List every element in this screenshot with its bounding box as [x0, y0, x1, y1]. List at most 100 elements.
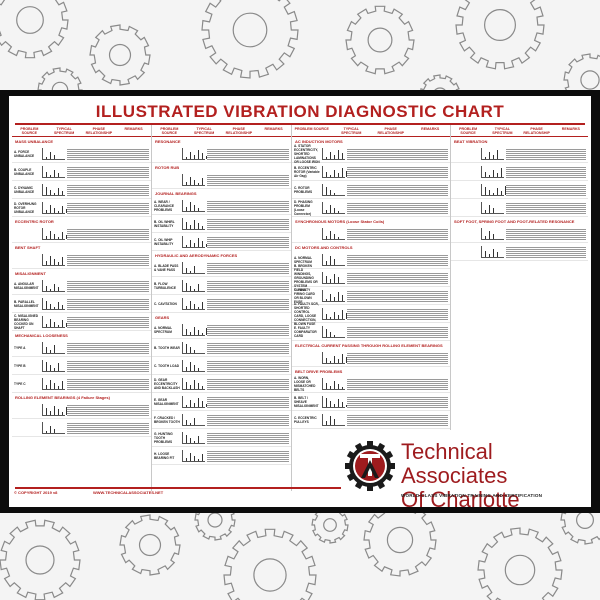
- spectrum-thumbnail: [182, 431, 205, 444]
- spectrum-peak: [334, 403, 335, 407]
- diagnostic-row: F. CRACKED / BROKEN TOOTH: [152, 411, 291, 429]
- spectrum-peak: [198, 149, 199, 159]
- spectrum-peak: [330, 400, 331, 407]
- spectrum-peak: [46, 361, 47, 371]
- remarks-text-block: [67, 297, 149, 310]
- spectrum-peak: [54, 233, 55, 239]
- spectrum-peak: [338, 236, 339, 239]
- spectrum-peak: [54, 258, 55, 265]
- spectrum-peak: [186, 343, 187, 353]
- spectrum-peak: [497, 251, 498, 257]
- remarks-text-block: [506, 183, 586, 196]
- remarks-text-block: [207, 173, 289, 186]
- spectrum-peak: [485, 156, 486, 159]
- diagnostic-row: A. STATOR ECCENTRICITY, SHORTED LAMINATI…: [292, 144, 450, 164]
- spectrum-peak: [326, 397, 327, 407]
- spectrum-peak: [330, 174, 331, 177]
- diagnostic-row: B. OIL WHIRL INSTABILITY: [152, 215, 291, 233]
- spectrum-peak: [485, 250, 486, 257]
- spectrum-peak: [342, 309, 343, 319]
- spectrum-thumbnail: [481, 201, 504, 214]
- spectrum-peak: [54, 382, 55, 389]
- diagnostic-row: A. FORCE UNBALANCE: [12, 145, 151, 163]
- title-divider: [15, 123, 585, 125]
- spectrum-peak: [326, 156, 327, 159]
- column-header-label: TYPICAL SPECTRUM: [492, 127, 513, 135]
- spectrum-peak: [62, 411, 63, 415]
- spectrum-thumbnail: [322, 227, 345, 240]
- diagnostic-row: [12, 419, 151, 437]
- column-header-label: REMARKS: [561, 127, 580, 131]
- spectrum-peak: [326, 275, 327, 283]
- spectrum-peak: [198, 222, 199, 229]
- spectrum-peak: [58, 362, 59, 371]
- spectrum-peak: [330, 293, 331, 301]
- spectrum-thumbnail: [182, 395, 207, 408]
- spectrum-peak: [198, 207, 199, 211]
- section-title: BENT SHAFT: [15, 245, 41, 250]
- spectrum-peak: [497, 149, 498, 159]
- problem-source-label: A. ANGULAR MISALIGNMENT: [14, 281, 39, 290]
- diagnostic-row: B. BELT / SHEAVE MISALIGNMENT: [292, 393, 450, 411]
- remarks-text-block: [207, 449, 289, 462]
- spectrum-peak: [493, 169, 494, 177]
- spectrum-thumbnail: [182, 449, 205, 462]
- spectrum-thumbnail: [322, 289, 345, 302]
- spectrum-peak: [326, 357, 327, 363]
- spectrum-peak: [50, 349, 51, 353]
- spectrum-peak: [190, 300, 191, 309]
- spectrum-peak: [46, 171, 47, 177]
- spectrum-peak: [202, 400, 203, 407]
- spectrum-peak: [194, 455, 195, 461]
- spectrum-peak: [50, 288, 51, 291]
- spectrum-peak: [58, 286, 59, 291]
- spectrum-peak: [54, 344, 55, 353]
- problem-source-label: B. FLOW TURBULENCE: [154, 281, 176, 290]
- remarks-text-block: [67, 227, 149, 240]
- spectrum-peak: [497, 172, 498, 177]
- column-header-label: PHASE RELATIONSHIP: [523, 127, 550, 135]
- website-link[interactable]: WWW.TECHNICALASSOCIATES.NET: [93, 490, 164, 495]
- diagnostic-row: TYPE A: [12, 339, 151, 357]
- spectrum-peak: [194, 204, 195, 211]
- section-title: GEARS: [155, 315, 170, 320]
- section-title: DC MOTORS AND CONTROLS: [295, 245, 353, 250]
- spectrum-peak: [206, 243, 207, 247]
- column-header-label: PROBLEM SOURCE: [160, 127, 179, 135]
- spectrum-peak: [50, 318, 51, 327]
- spectrum-peak: [50, 189, 51, 195]
- spectrum-thumbnail: [182, 261, 205, 274]
- spectrum-peak: [46, 430, 47, 433]
- section-title: AC INDUCTION MOTORS: [295, 139, 343, 144]
- spectrum-peak: [489, 151, 490, 159]
- spectrum-peak: [190, 452, 191, 461]
- spectrum-peak: [334, 418, 335, 425]
- spectrum-peak: [198, 458, 199, 461]
- background-gear-hub: [108, 43, 132, 67]
- spectrum-peak: [330, 331, 331, 337]
- spectrum-peak: [46, 260, 47, 265]
- spectrum-peak: [198, 182, 199, 185]
- background-gear-hub: [253, 558, 287, 592]
- spectrum-peak: [194, 265, 195, 273]
- diagnostic-row: TYPE C: [12, 375, 151, 393]
- spectrum-peak: [334, 169, 335, 177]
- spectrum-peak: [485, 186, 486, 195]
- spectrum-peak: [202, 177, 203, 185]
- spectrum-peak: [46, 209, 47, 213]
- section-title: MISALIGNMENT: [15, 271, 46, 276]
- diagnostic-row: [451, 145, 588, 163]
- problem-source-label: B. BELT / SHEAVE MISALIGNMENT: [294, 395, 319, 408]
- section-title: HYDRAULIC AND AERODYNAMIC FORCES: [155, 253, 238, 258]
- problem-source-label: C. DYNAMIC UNBALANCE: [14, 185, 35, 194]
- spectrum-thumbnail: [481, 165, 504, 178]
- background-gear: [0, 0, 69, 59]
- spectrum-peak: [198, 382, 199, 389]
- spectrum-thumbnail: [481, 183, 506, 196]
- background-gear: [0, 519, 81, 600]
- spectrum-peak: [330, 230, 331, 239]
- spectrum-peak: [190, 285, 191, 291]
- section-title: ECCENTRIC ROTOR: [15, 219, 54, 224]
- problem-source-label: B. BROKEN FIELD WINDINGS, GROUNDING PROB…: [294, 263, 318, 292]
